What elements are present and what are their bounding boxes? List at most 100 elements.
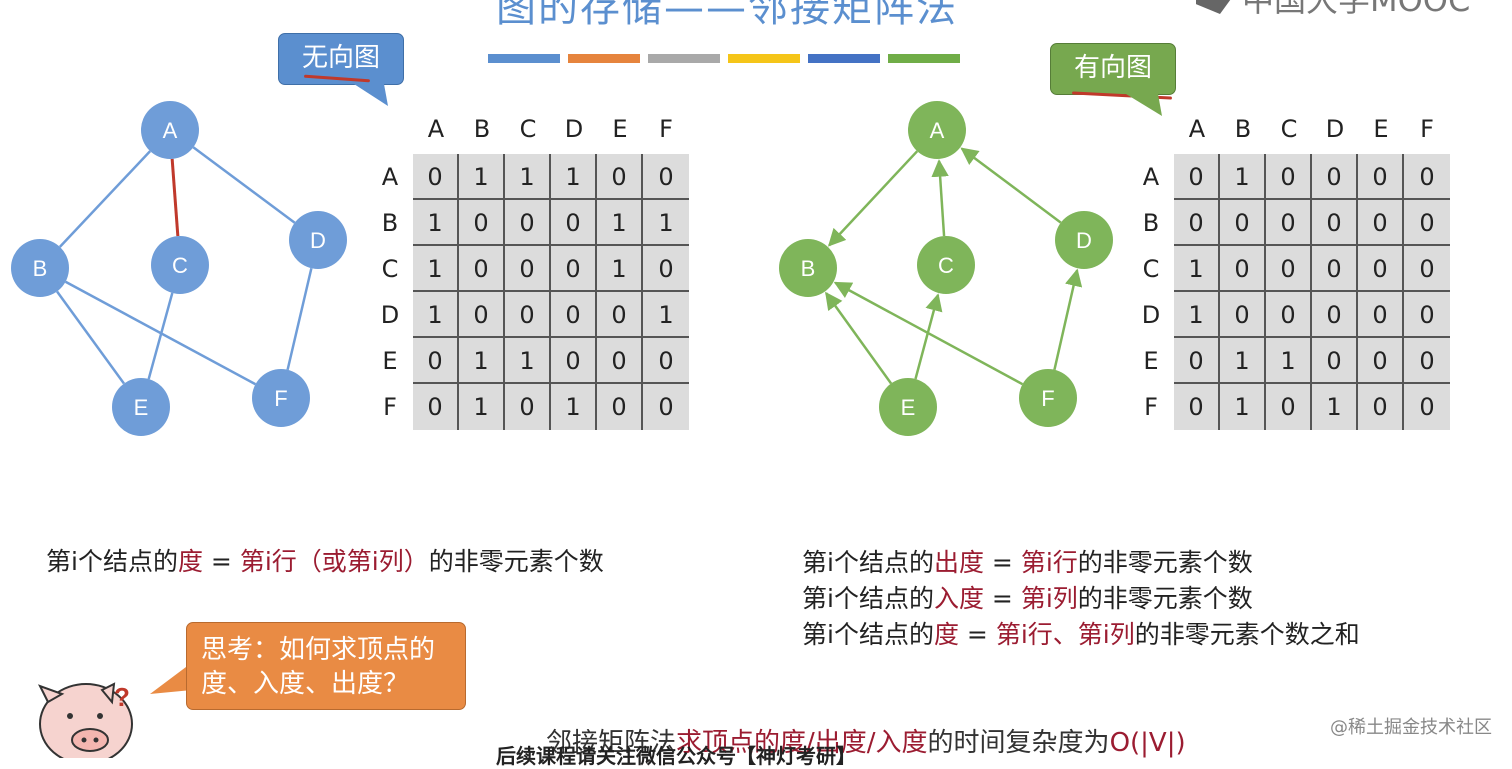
matrix-cell: 0 [643,384,689,430]
formula-highlight: 第i行 [1020,548,1078,577]
matrix-cell: 1 [551,384,597,430]
matrix-cell: 0 [459,292,505,338]
formula-highlight: O(|V|) [1109,728,1186,758]
undirected-degree-formula: 第i个结点的度 = 第i行（或第i列）的非零元素个数 [46,545,604,579]
matrix-row-header: C [381,255,399,283]
graph-node-label: C [938,253,954,278]
matrix-cell: 1 [1312,384,1358,430]
formula-text: 第i个结点的 [802,548,934,577]
graph-node-B [779,239,837,297]
matrix-cell: 0 [1358,246,1404,292]
matrix-cell: 1 [505,154,551,200]
formula-highlight: 第i列 [1020,584,1078,613]
matrix-col-header: C [519,115,537,143]
matrix-cell: 0 [1220,246,1266,292]
matrix-cell: 1 [459,338,505,384]
matrix-cell: 1 [459,384,505,430]
directed-graph-label: 有向图 [1050,43,1176,95]
graph-node-label: A [163,118,178,143]
matrix-row-header: A [381,163,399,191]
formula-text: 的时间复杂度为 [927,728,1110,758]
formula-text: 的非零元素个数之和 [1134,620,1360,649]
matrix-cell: 1 [1174,246,1220,292]
graph-edge-C-E [147,292,174,380]
matrix-col-header: B [1234,115,1252,143]
formula-text: 的非零元素个数 [428,547,604,576]
formula-text: 的非零元素个数 [1077,548,1253,577]
mooc-logo: 中国大学MOOC [1196,0,1512,18]
matrix-col-header: E [1373,115,1389,143]
matrix-col-header: B [473,115,491,143]
matrix-cell: 0 [1404,338,1450,384]
matrix-cell: 0 [597,292,643,338]
matrix-cell: 0 [1174,384,1220,430]
matrix-cell: 0 [1312,200,1358,246]
think-question-bubble: 思考：如何求顶点的度、入度、出度？ [186,622,466,710]
matrix-cell: 1 [1266,338,1312,384]
matrix-cell: 0 [1312,246,1358,292]
matrix-cell: 0 [1358,384,1404,430]
graph-edge-B-E [56,290,125,385]
graph-node-A [908,101,966,159]
matrix-cell: 0 [551,292,597,338]
formula-text: 的非零元素个数 [1077,584,1253,613]
graph-edge-A-B [827,150,919,247]
matrix-cell: 0 [413,154,459,200]
title-color-bar [568,54,640,63]
svg-text:?: ? [114,682,130,712]
matrix-cell: 0 [505,384,551,430]
matrix-cell: 1 [551,154,597,200]
formula-text: 第i个结点的 [802,584,934,613]
callout-tail [354,84,388,106]
matrix-cell: 0 [1358,154,1404,200]
matrix-cell: 0 [1174,338,1220,384]
formula-highlight: 求顶点的度/出度/入度 [676,728,928,758]
matrix-cell: 0 [1266,292,1312,338]
matrix-cell: 0 [1358,292,1404,338]
matrix-cell: 0 [643,154,689,200]
graph-node-label: B [801,256,816,281]
mooc-logo-text: 中国大学MOOC [1242,0,1471,19]
matrix-cell: 0 [1266,246,1312,292]
matrix-col-header: C [1280,115,1298,143]
formula-text: = [983,548,1021,577]
matrix-cell: 0 [505,292,551,338]
matrix-cell: 0 [1404,292,1450,338]
title-color-bar [728,54,800,63]
graph-edge-E-B [825,291,893,385]
matrix-cell: 1 [597,200,643,246]
matrix-row-header: C [1142,255,1160,283]
matrix-cell: 0 [597,338,643,384]
matrix-cell: 1 [413,246,459,292]
graph-edge-A-B [58,150,152,248]
formula-text: = [983,584,1021,613]
pig-mascot-icon: ? [37,682,133,758]
matrix-cell: 1 [1220,338,1266,384]
formula-text: = [202,547,240,576]
matrix-cell: 0 [1404,154,1450,200]
matrix-cell: 0 [1220,200,1266,246]
matrix-cell: 0 [551,200,597,246]
graph-node-label: D [1076,228,1092,253]
matrix-cell: 0 [1266,154,1312,200]
matrix-cell: 0 [1404,200,1450,246]
matrix-cell: 0 [643,338,689,384]
formula-highlight: 第i行、第i列 [995,620,1135,649]
graph-edge-C-A [931,159,949,237]
matrix-row-header: B [1142,209,1160,237]
callout-tail [1126,94,1162,116]
matrix-row-header: D [380,301,400,329]
matrix-cell: 0 [1266,384,1312,430]
matrix-cell: 1 [643,292,689,338]
matrix-row-header: E [382,347,398,375]
matrix-col-header: A [427,115,445,143]
graph-node-label: F [274,386,287,411]
matrix-cell: 1 [1174,292,1220,338]
graph-node-label: F [1041,386,1054,411]
matrix-cell: 0 [1174,200,1220,246]
matrix-row-header: B [381,209,399,237]
graph-node-D [289,211,347,269]
matrix-cell: 0 [1404,384,1450,430]
graph-node-E [112,378,170,436]
